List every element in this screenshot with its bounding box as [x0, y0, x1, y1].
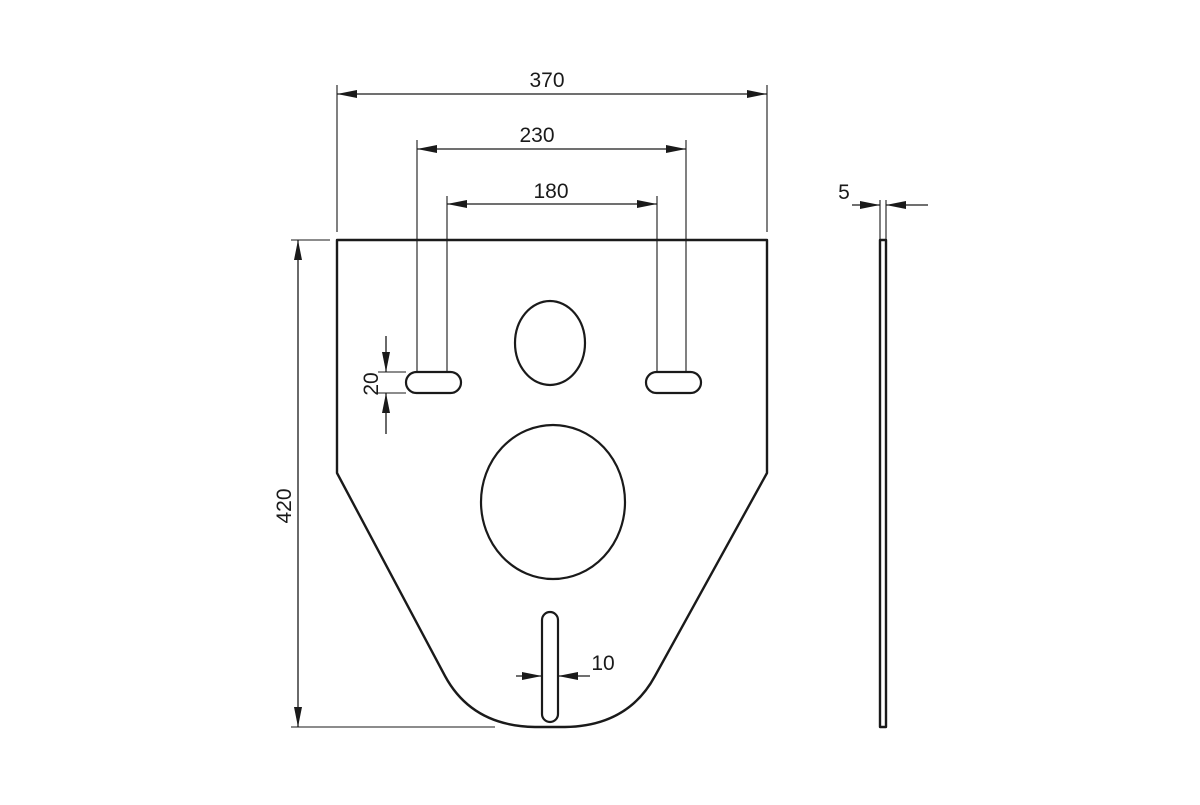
dimension-180: 180 — [446, 180, 658, 372]
dimension-230: 230 — [416, 124, 687, 372]
left-bolt-slot — [404, 370, 463, 395]
side-view-strip — [878, 238, 888, 729]
bottom-vertical-slot — [540, 610, 560, 724]
upper-oval-opening — [513, 299, 587, 387]
dimension-420: 420 — [273, 239, 495, 728]
dimension-370: 370 — [336, 69, 768, 232]
right-bolt-slot — [644, 370, 703, 395]
dimension-370-label: 370 — [529, 69, 564, 92]
large-oval-opening — [479, 423, 627, 581]
dimension-20-label: 20 — [360, 372, 383, 395]
plate-outline — [335, 238, 769, 729]
dimension-10-label: 10 — [591, 652, 614, 675]
dimension-420-label: 420 — [273, 488, 296, 523]
dimension-20: 20 — [360, 336, 406, 434]
dimension-10: 10 — [516, 652, 615, 680]
dimension-180-label: 180 — [533, 180, 568, 203]
dimension-5-label: 5 — [838, 181, 850, 204]
dimension-5: 5 — [838, 181, 928, 240]
dimension-230-label: 230 — [519, 124, 554, 147]
